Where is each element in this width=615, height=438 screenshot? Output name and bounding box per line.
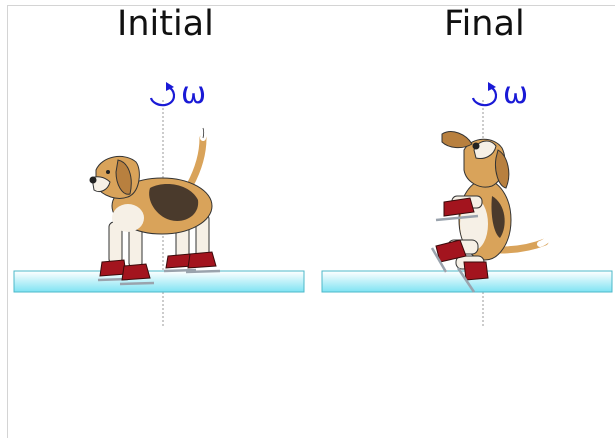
initial-panel-title: Initial [117,4,214,44]
final-panel-title: Final [444,4,525,44]
frame-left-border [7,5,8,438]
initial-beagle-figure [89,125,221,286]
initial-skates-icon [97,251,221,286]
initial-rotation-arrow-icon [149,82,176,107]
final-skates-icon [430,197,489,293]
final-omega-label: ω [503,76,528,111]
frame-top-border [7,5,615,6]
final-rotation-arrow-icon [471,82,498,107]
initial-ice-block [13,270,305,293]
initial-omega-label: ω [181,76,206,111]
initial-panel: ω [13,76,305,328]
final-panel: ω [321,76,613,328]
final-beagle-figure [430,131,551,293]
